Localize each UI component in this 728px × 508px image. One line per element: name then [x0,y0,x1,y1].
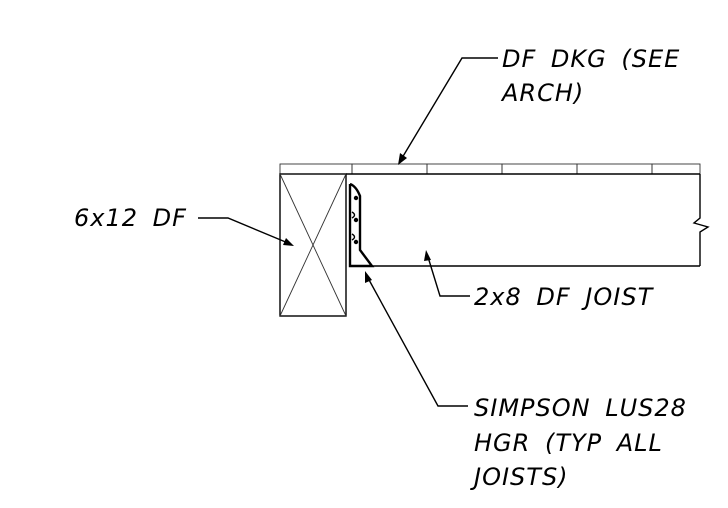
leader-hanger [365,271,468,407]
decking-label-line-1: DF DKG (SEE [502,45,680,73]
leader-decking [398,57,498,165]
break-line [692,174,710,266]
decking-label-line-2: ARCH) [500,79,584,107]
hanger-label-line-3: JOISTS) [470,463,569,491]
hanger-label-line-1: SIMPSON LUS28 [474,394,687,422]
beam-label: 6x12 DF [74,204,187,232]
joist-elevation [346,173,700,267]
joist-hanger [348,182,375,268]
hanger-label-line-2: HGR (TYP ALL [474,429,663,457]
leader-beam [198,217,294,246]
leader-joist [424,250,470,297]
beam-section [279,173,347,317]
joist-label: 2x8 DF JOIST [474,283,655,311]
decking-boards [279,163,701,175]
